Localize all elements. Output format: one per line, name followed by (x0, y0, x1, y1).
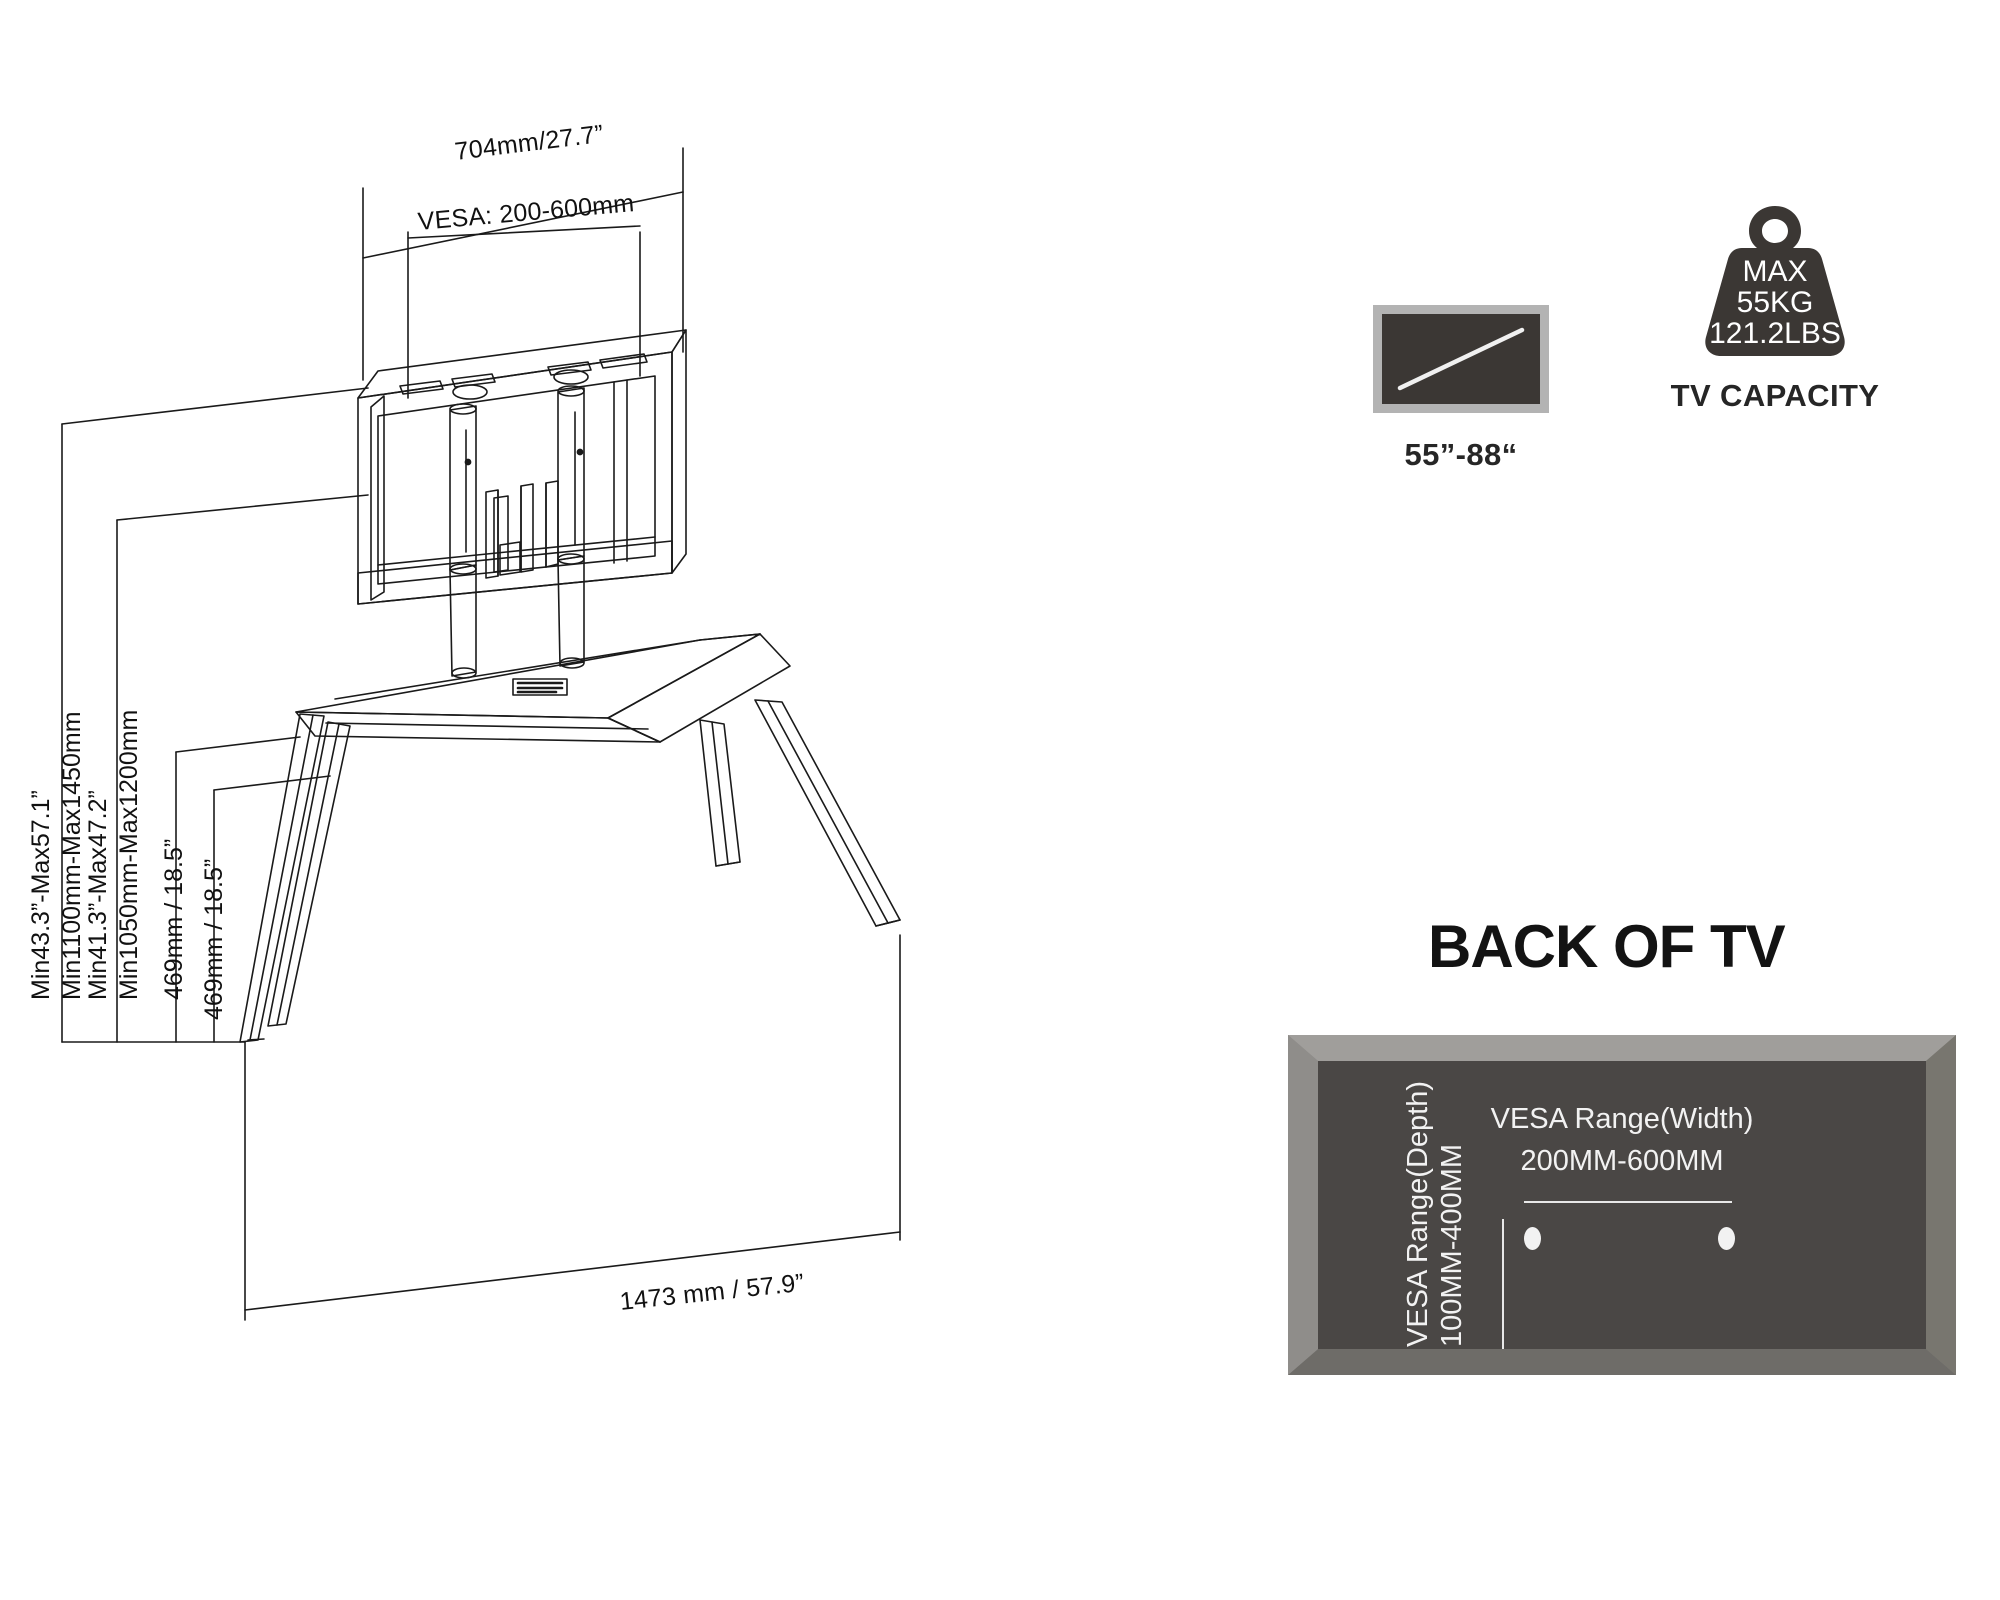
pole-a-joint (449, 563, 477, 575)
leader-height-inner-top (116, 494, 369, 521)
leg-front-right-foot (715, 861, 741, 867)
base-top-plate-left (295, 633, 761, 719)
leader-height-outer-top (61, 387, 369, 425)
cable-clip (493, 495, 509, 573)
weight-icon-text: MAX 55KG 121.2LBS (1680, 256, 1870, 349)
pole-a-upper (449, 405, 477, 571)
bracket-slot-2 (451, 373, 496, 388)
bracket-collar-top-2 (553, 369, 589, 385)
bracket-front-face (357, 351, 673, 605)
screen-size-spec: 55”-88“ (1346, 305, 1576, 473)
dim-line-704 (362, 191, 684, 259)
vesa-width-label-line2: 200MM-600MM (1520, 1145, 1724, 1177)
vesa-depth-label-line1: VESA Range(Depth) (1402, 1081, 1434, 1347)
weight-icon: MAX 55KG 121.2LBS (1680, 200, 1870, 360)
bracket-slot-1 (399, 380, 444, 395)
pole-b-upper (557, 387, 585, 561)
vesa-width-measure-line (1524, 1201, 1732, 1203)
pole-b-joint (557, 553, 585, 565)
bracket-right-side (671, 329, 687, 574)
bracket-bottom-rail (357, 540, 673, 605)
leg-rear-right-seam (767, 700, 889, 924)
dim-depth-b-label: 469mm / 18.5” (200, 858, 228, 1020)
dim-line-vesa-visible (407, 225, 641, 239)
tv-capacity-label: TV CAPACITY (1670, 378, 1880, 413)
leg-front-left-seam (249, 714, 314, 1041)
bracket-left-rail (370, 395, 385, 601)
dim-height-outer-mm-label: Min1100mm-Max1450mm (58, 711, 86, 1000)
tv-screen-icon (1373, 305, 1549, 413)
leader-depth-b (213, 775, 331, 791)
dim-height-inner-inch-label: Min41.3”-Max47.2” (84, 790, 112, 1000)
base-top-seam-3 (699, 633, 761, 641)
pole-a-top-cap (449, 403, 477, 415)
capacity-max-line: MAX (1742, 255, 1808, 288)
panel-screen: VESA Range(Width) 200MM-600MM VESA Range… (1318, 1061, 1926, 1349)
pole-b-top-cap (557, 385, 585, 397)
leg-rear-left-seam (276, 723, 340, 1026)
leg-rear-right (754, 699, 901, 927)
base-top-seam-4 (607, 717, 661, 743)
cable-clip-bracket (499, 541, 521, 576)
bracket-mullion-1b (485, 489, 499, 579)
dim-height-outer-inch-label: Min43.3”-Max57.1” (27, 790, 55, 1000)
vesa-depth-label-line2: 100MM-400MM (1436, 1143, 1468, 1347)
brand-plate (512, 678, 568, 696)
leg-front-right-seam (711, 721, 729, 865)
leg-rear-left (267, 721, 351, 1027)
dim-depth-a-label: 469mm / 18.5” (160, 838, 188, 1000)
bracket-slot-4 (599, 353, 648, 369)
pole-b-hole (576, 448, 584, 456)
bracket-bottom-inner-line (377, 536, 656, 566)
vesa-hole-top-right (1718, 1227, 1735, 1250)
pole-a-hole (464, 458, 472, 466)
vesa-depth-measure-line (1502, 1219, 1504, 1349)
back-of-tv-title: BACK OF TV (1428, 913, 1786, 980)
dim-height-inner-mm-label: Min1050mm-Max1200mm (115, 709, 143, 1000)
vesa-width-label-line1: VESA Range(Width) (1490, 1103, 1754, 1135)
dim-line-base (244, 1231, 901, 1311)
bracket-slot-3 (547, 361, 592, 376)
leader-depth-a (175, 736, 301, 753)
base-top-seam-2 (325, 722, 649, 730)
pole-a-lower (449, 564, 477, 677)
vesa-hole-top-left (1524, 1227, 1541, 1250)
capacity-lbs-line: 121.2LBS (1709, 317, 1841, 350)
panel-bevel (1288, 1035, 1956, 1375)
back-of-tv-panel: VESA Range(Width) 200MM-600MM VESA Range… (1288, 1035, 1956, 1375)
base-top-seam-1 (334, 639, 701, 700)
screen-size-label: 55”-88“ (1404, 437, 1518, 472)
capacity-kg-line: 55KG (1736, 286, 1814, 319)
bracket-mullion-2b (520, 483, 534, 573)
bracket-inner-opening (377, 375, 656, 585)
bracket-collar-top-1 (452, 384, 488, 400)
leg-rear-right-foot (875, 919, 901, 927)
tv-capacity-spec: MAX 55KG 121.2LBS TV CAPACITY (1630, 200, 1920, 414)
pole-b-lower (557, 555, 585, 667)
